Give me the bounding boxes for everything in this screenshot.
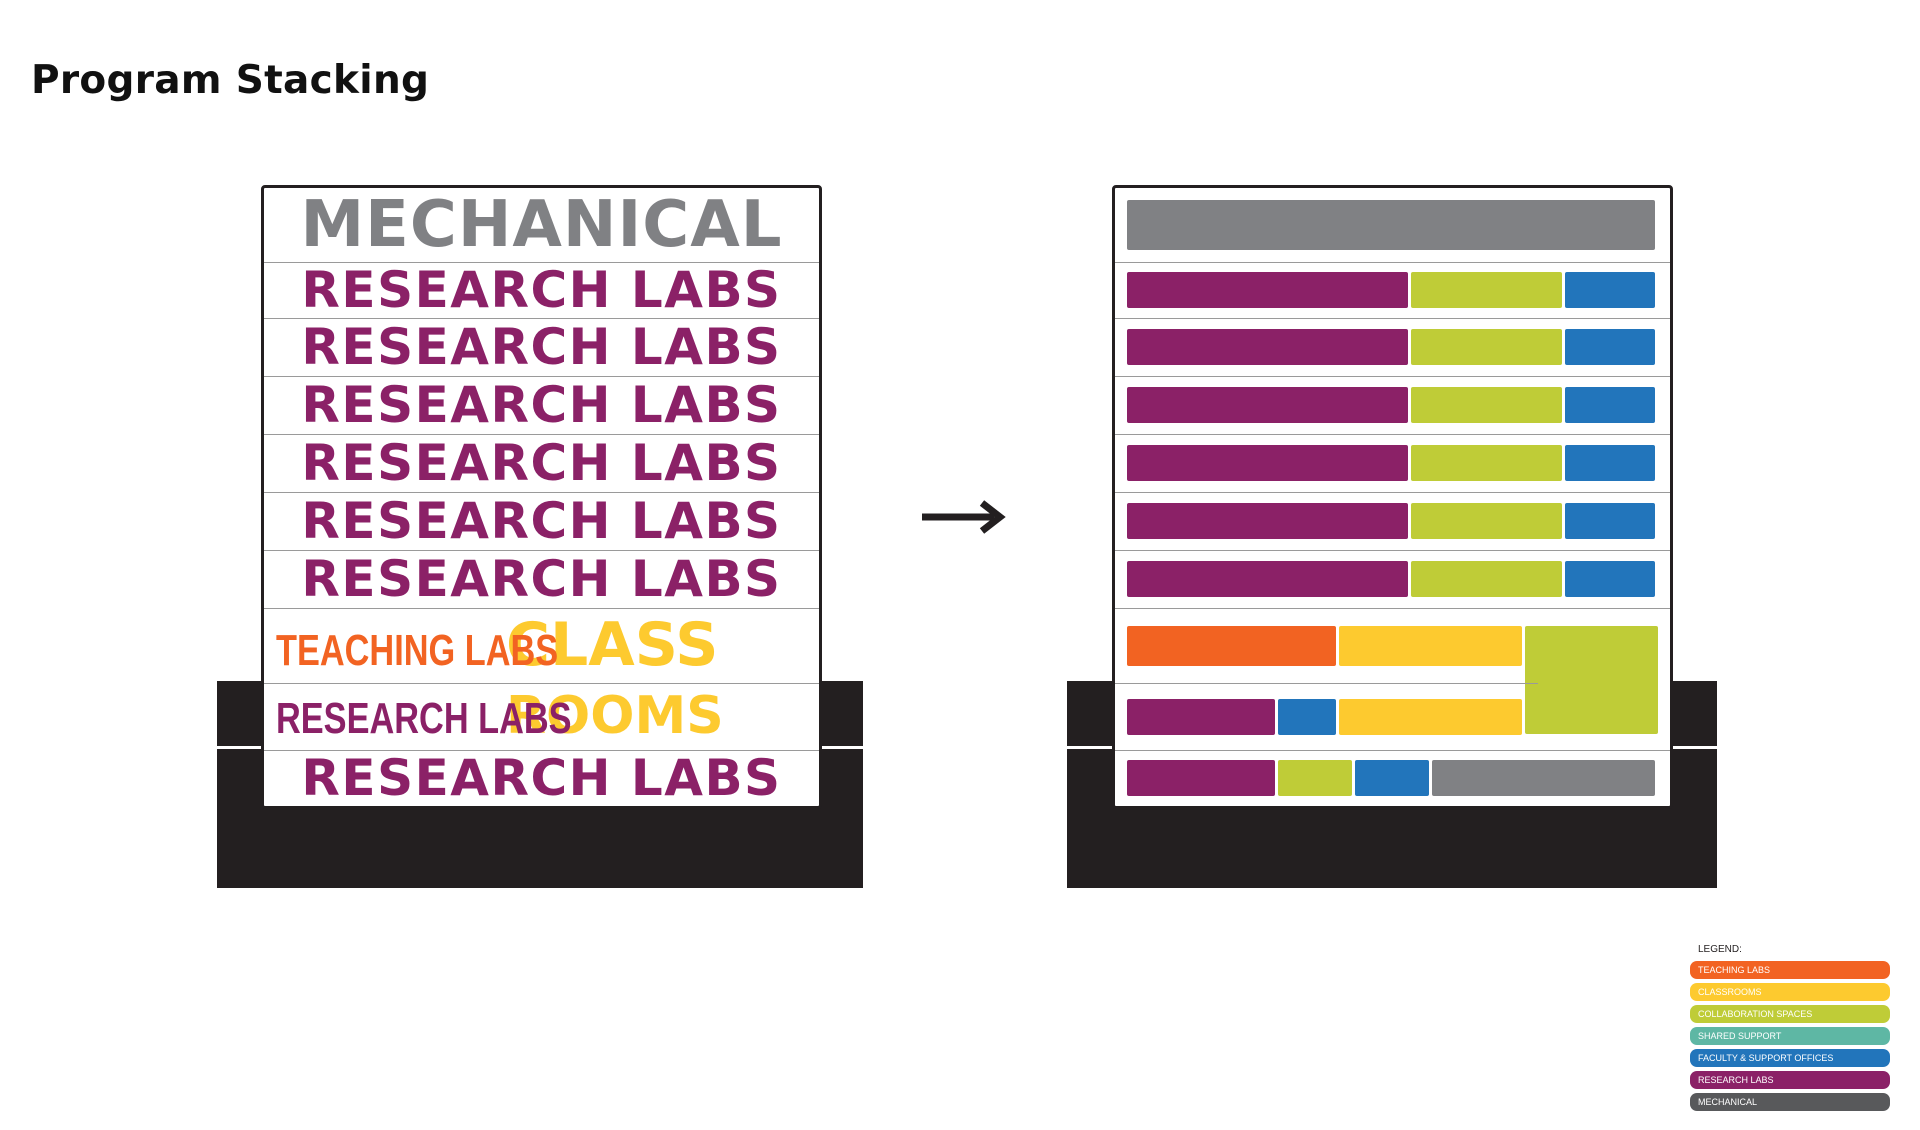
- research-labs-bar: [1127, 503, 1408, 539]
- program-label: MECHANICAL: [300, 188, 783, 262]
- collaboration-bar: [1411, 445, 1562, 481]
- floor-divider: [264, 683, 819, 684]
- arrow-right-icon: [922, 500, 1006, 534]
- floor-divider: [1115, 318, 1670, 319]
- right-program-diagram: [1112, 185, 1673, 809]
- faculty-offices-bar: [1565, 503, 1655, 539]
- program-label: RESEARCH LABS: [301, 749, 782, 807]
- floor-divider: [1115, 550, 1670, 551]
- floor-label: RESEARCH LABSROOMS: [264, 683, 819, 750]
- floor-divider: [264, 434, 819, 435]
- collaboration-bar: [1411, 387, 1562, 423]
- floor-divider: [264, 262, 819, 263]
- floor-label: RESEARCH LABS: [264, 750, 819, 806]
- faculty-offices-bar: [1278, 699, 1336, 735]
- floor-divider: [1115, 750, 1670, 751]
- program-label: RESEARCH LABS: [301, 434, 782, 492]
- program-label: CLASS: [506, 610, 719, 680]
- research-labs-bar: [1127, 699, 1275, 735]
- collaboration-bar: [1525, 626, 1658, 734]
- research-labs-bar: [1127, 387, 1408, 423]
- mechanical-bar: [1127, 200, 1655, 250]
- page-title: Program Stacking: [31, 58, 430, 103]
- floor-label: RESEARCH LABS: [264, 434, 819, 492]
- floor-divider: [1115, 683, 1538, 684]
- floor-label: MECHANICAL: [264, 188, 819, 262]
- floor-divider: [264, 608, 819, 609]
- collaboration-bar: [1411, 503, 1562, 539]
- faculty-offices-bar: [1565, 272, 1655, 308]
- program-label: RESEARCH LABS: [301, 261, 782, 319]
- legend-item: TEACHING LABS: [1690, 961, 1890, 979]
- collaboration-bar: [1278, 760, 1352, 796]
- program-label: RESEARCH LABS: [301, 376, 782, 434]
- collaboration-bar: [1411, 561, 1562, 597]
- teaching-labs-bar: [1127, 626, 1336, 666]
- classrooms-bar: [1339, 699, 1522, 735]
- program-label: ROOMS: [506, 686, 724, 746]
- research-labs-bar: [1127, 272, 1408, 308]
- floor-label: TEACHING LABSCLASS: [264, 608, 819, 683]
- mechanical-bar: [1432, 760, 1655, 796]
- research-labs-bar: [1127, 445, 1408, 481]
- faculty-offices-bar: [1565, 387, 1655, 423]
- floor-label: RESEARCH LABS: [264, 492, 819, 550]
- floor-divider: [264, 318, 819, 319]
- faculty-offices-bar: [1565, 445, 1655, 481]
- program-label: RESEARCH LABS: [301, 492, 782, 550]
- program-label: TEACHING LABS: [276, 626, 559, 675]
- floor-divider: [264, 492, 819, 493]
- legend-item: COLLABORATION SPACES: [1690, 1005, 1890, 1023]
- collaboration-bar: [1411, 329, 1562, 365]
- floor-divider: [1115, 376, 1670, 377]
- floor-divider: [264, 376, 819, 377]
- program-label: RESEARCH LABS: [301, 318, 782, 376]
- floor-divider: [1115, 492, 1670, 493]
- legend-title: LEGEND:: [1698, 944, 1742, 955]
- floor-label: RESEARCH LABS: [264, 262, 819, 318]
- faculty-offices-bar: [1355, 760, 1429, 796]
- program-label: RESEARCH LABS: [276, 694, 572, 743]
- research-labs-bar: [1127, 760, 1275, 796]
- floor-divider: [1115, 434, 1670, 435]
- faculty-offices-bar: [1565, 561, 1655, 597]
- floor-divider: [264, 750, 819, 751]
- legend-item: FACULTY & SUPPORT OFFICES: [1690, 1049, 1890, 1067]
- floor-label: RESEARCH LABS: [264, 550, 819, 608]
- research-labs-bar: [1127, 561, 1408, 597]
- research-labs-bar: [1127, 329, 1408, 365]
- legend-item: MECHANICAL: [1690, 1093, 1890, 1111]
- floor-label: RESEARCH LABS: [264, 318, 819, 376]
- program-label: RESEARCH LABS: [301, 550, 782, 608]
- floor-divider: [1115, 608, 1670, 609]
- classrooms-bar: [1339, 626, 1522, 666]
- collaboration-bar: [1411, 272, 1562, 308]
- legend-item: SHARED SUPPORT: [1690, 1027, 1890, 1045]
- legend-item: RESEARCH LABS: [1690, 1071, 1890, 1089]
- floor-label: RESEARCH LABS: [264, 376, 819, 434]
- floor-divider: [1115, 262, 1670, 263]
- floor-divider: [264, 550, 819, 551]
- faculty-offices-bar: [1565, 329, 1655, 365]
- legend-item: CLASSROOMS: [1690, 983, 1890, 1001]
